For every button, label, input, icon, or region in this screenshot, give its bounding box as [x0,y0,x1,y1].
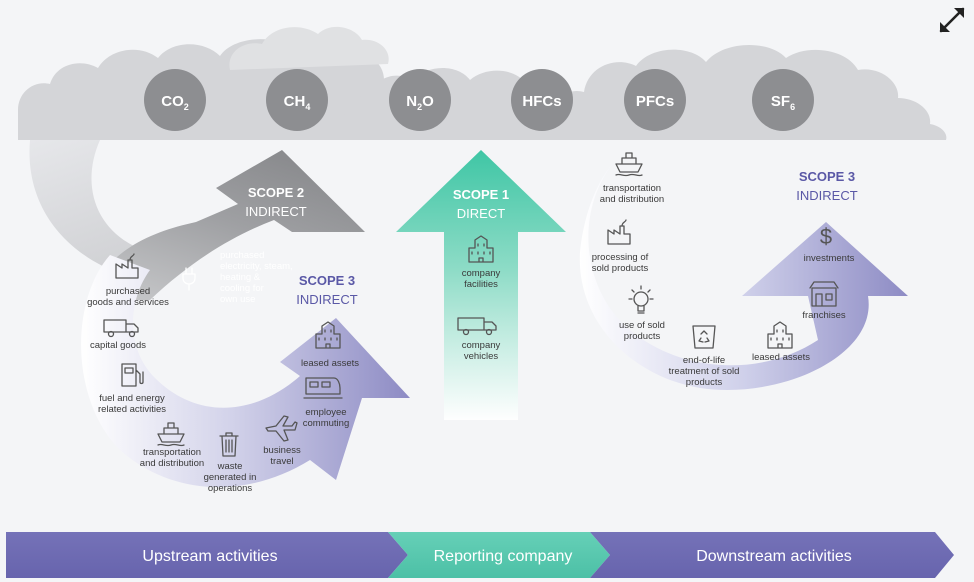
plug-icon [182,267,196,291]
gas-label: CH4 [284,93,311,112]
gas-circle [624,69,686,131]
train-icon [303,377,343,399]
building-icon [315,321,341,349]
gas-circles: CO2 CH4 N2O HFCs PFCs SF6 [144,69,814,131]
facility-building-icon [468,235,494,263]
trash-icon [219,432,239,457]
downstream-items-leased-label: leased assets [752,352,810,363]
store-icon [809,281,839,307]
scope3-upstream-title-text: SCOPE 3 [299,273,355,288]
activities-band: Upstream activities Reporting company Do… [6,532,954,578]
downstream-band-label: Downstream activities [696,548,852,565]
scope3-upstream-title: SCOPE 3 INDIRECT [296,273,357,307]
scope1-title: SCOPE 1 DIRECT [453,187,509,221]
scope2-title-text: SCOPE 2 [248,185,304,200]
scope3-downstream-arrow [579,162,908,390]
gas-label: CO2 [161,93,189,112]
reporting-band-label: Reporting company [434,548,573,565]
scope1-arrow [396,150,566,420]
upstream-band[interactable] [6,532,408,578]
upstream-items-capital-label: capital goods [90,340,146,351]
downstream-ship-icon [615,152,643,177]
gas-circle [266,69,328,131]
scope3-downstream-subtitle-text: INDIRECT [796,188,857,203]
scope3-upstream-subtitle-text: INDIRECT [296,292,357,307]
cloud-right [556,44,947,141]
truck-icon [103,319,139,338]
dollar-icon: $ [820,224,832,249]
reporting-band[interactable] [388,532,610,578]
gas-label: N2O [406,93,434,112]
downstream-items-investments-label: investments [804,253,855,264]
gas-label: PFCs [636,93,674,110]
expand-arrows-icon[interactable] [936,4,968,36]
gas-circle [389,69,451,131]
downstream-band[interactable] [590,532,954,578]
scope2-arrow [95,150,366,300]
scope3-downstream-title-text: SCOPE 3 [799,169,855,184]
fuel-pump-icon [121,363,144,387]
downstream-building-icon [767,321,793,349]
scope2-title: SCOPE 2 INDIRECT [245,185,306,219]
scope1-subtitle-text: DIRECT [457,206,505,221]
factory-icon [115,253,139,279]
gas-circle [144,69,206,131]
gas-circle [511,69,573,131]
scope3-downstream-title: SCOPE 3 INDIRECT [796,169,857,203]
upstream-items-leased-label: leased assets [301,358,359,369]
gas-circle [752,69,814,131]
upstream-band-label: Upstream activities [142,548,277,565]
recycle-icon [692,325,716,349]
company-truck-icon [457,317,497,336]
scope2-subtitle-text: INDIRECT [245,204,306,219]
scope2-loop [29,140,150,280]
gas-label: HFCs [522,93,561,110]
scope1-title-text: SCOPE 1 [453,187,509,202]
cloud-top [229,26,389,71]
processing-factory-icon [607,219,631,245]
airplane-icon [265,415,298,442]
ship-icon [157,422,185,447]
downstream-items-franchises-label: franchises [802,310,846,321]
gas-label: SF6 [771,93,795,112]
lightbulb-icon [628,285,654,314]
